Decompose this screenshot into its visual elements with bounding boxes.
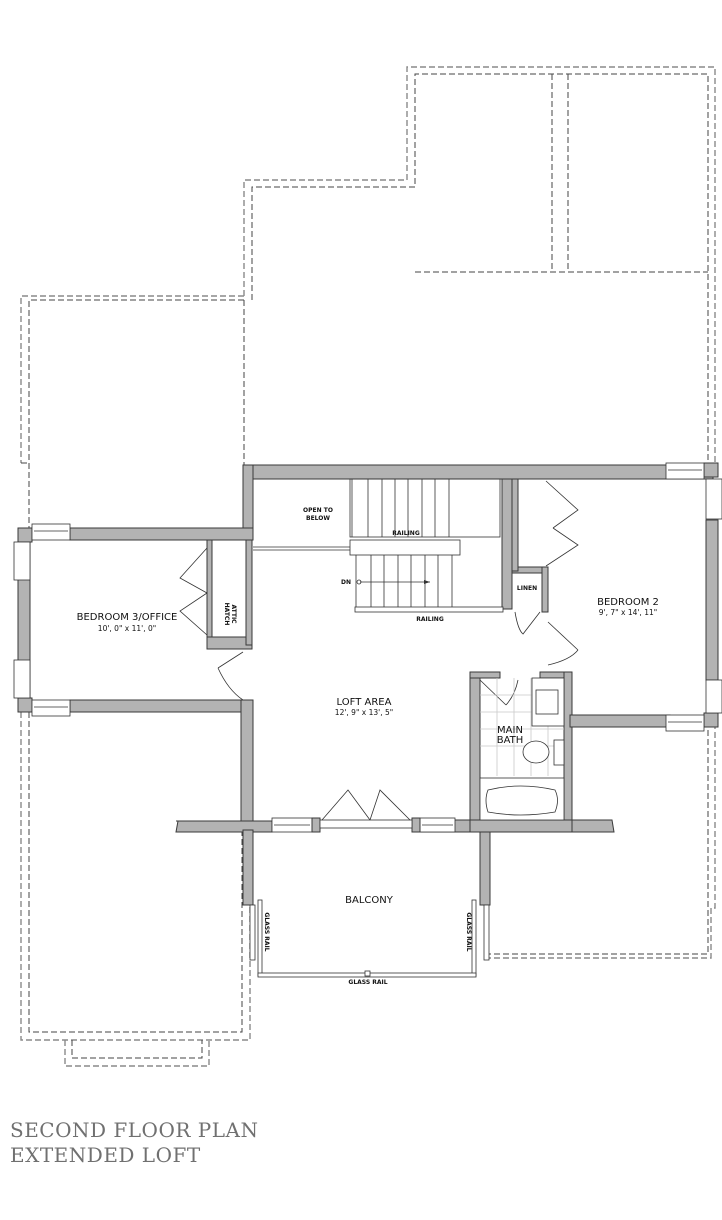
svg-text:ATTIC: ATTIC: [230, 604, 237, 624]
glass-rail-bottom-label: GLASS RAIL: [348, 979, 387, 986]
bedroom3-dims: 10', 0" x 11', 0": [98, 624, 156, 633]
railing-upper-label: RAILING: [392, 530, 420, 537]
loft-dims: 12', 9" x 13', 5": [335, 708, 393, 717]
windows: [13, 462, 722, 833]
glass-rail-right-label: GLASS RAIL: [465, 912, 472, 951]
bedroom3-name: BEDROOM 3/OFFICE: [77, 612, 178, 623]
bedroom2-name: BEDROOM 2: [597, 597, 659, 608]
attic-hatch-label: ATTIC HATCH: [223, 603, 237, 626]
staircase: [253, 478, 504, 613]
balcony-name: BALCONY: [345, 895, 394, 906]
doors: [179, 480, 579, 821]
svg-text:HATCH: HATCH: [223, 603, 230, 626]
plan-subtitle: EXTENDED LOFT: [10, 1143, 201, 1167]
stair-direction-label: DN: [341, 579, 351, 586]
railing-lower-label: RAILING: [416, 616, 444, 623]
main-bath-name-line2: BATH: [497, 735, 524, 746]
bedroom2-dims: 9', 7" x 14', 11": [599, 608, 657, 617]
glass-rails: [249, 899, 490, 978]
bath-fixtures: [479, 677, 565, 821]
linen-label: LINEN: [517, 585, 537, 592]
plan-title-block: SECOND FLOOR PLAN EXTENDED LOFT: [10, 1118, 258, 1168]
loft-name: LOFT AREA: [337, 697, 392, 708]
main-bath-name-line1: MAIN: [497, 725, 523, 736]
glass-rail-left-label: GLASS RAIL: [263, 912, 270, 951]
plan-title: SECOND FLOOR PLAN: [10, 1118, 259, 1142]
roof-outline: [20, 66, 716, 1067]
